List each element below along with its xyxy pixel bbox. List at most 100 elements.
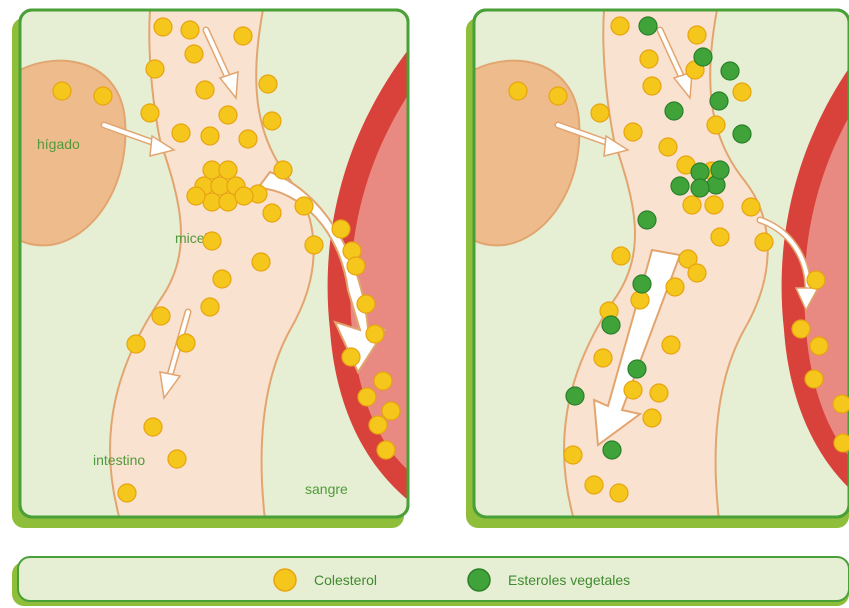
cholesterol-particle: [196, 81, 214, 99]
cholesterol-particle: [152, 307, 170, 325]
cholesterol-particle: [146, 60, 164, 78]
cholesterol-particle: [659, 138, 677, 156]
cholesterol-particle: [213, 270, 231, 288]
cholesterol-particle: [624, 123, 642, 141]
label-liver: hígado: [37, 136, 80, 152]
cholesterol-particle: [662, 336, 680, 354]
cholesterol-particle: [358, 388, 376, 406]
left-panel: hígado micella intestino sangre: [12, 10, 408, 528]
cholesterol-particle: [369, 416, 387, 434]
cholesterol-particle: [144, 418, 162, 436]
cholesterol-particle: [342, 348, 360, 366]
cholesterol-particle: [834, 434, 849, 452]
cholesterol-particle: [833, 395, 849, 413]
plant-sterol-particle: [603, 441, 621, 459]
cholesterol-particle: [585, 476, 603, 494]
right-panel: [466, 10, 849, 528]
cholesterol-particle: [172, 124, 190, 142]
cholesterol-particle: [263, 204, 281, 222]
cholesterol-particle: [347, 257, 365, 275]
plant-sterol-particle: [628, 360, 646, 378]
cholesterol-particle: [594, 349, 612, 367]
legend-cholesterol-icon: [274, 569, 296, 591]
micelle-cholesterol-particle: [235, 187, 253, 205]
micelle-cholesterol-particle: [219, 161, 237, 179]
label-blood: sangre: [305, 481, 348, 497]
cholesterol-particle: [185, 45, 203, 63]
cholesterol-particle: [805, 370, 823, 388]
plant-sterol-particle: [733, 125, 751, 143]
legend-box: [18, 557, 849, 601]
plant-sterol-particle: [566, 387, 584, 405]
cholesterol-particle: [154, 18, 172, 36]
cholesterol-particle: [127, 335, 145, 353]
cholesterol-particle: [624, 381, 642, 399]
cholesterol-particle: [564, 446, 582, 464]
cholesterol-particle: [643, 409, 661, 427]
cholesterol-particle: [366, 325, 384, 343]
cholesterol-particle: [610, 484, 628, 502]
micelle-cholesterol-particle: [203, 193, 221, 211]
cholesterol-particle: [711, 228, 729, 246]
cholesterol-particle: [707, 116, 725, 134]
plant-sterol-particle: [710, 92, 728, 110]
cholesterol-particle: [332, 220, 350, 238]
cholesterol-particle: [201, 298, 219, 316]
micelle-plant-sterol-particle: [671, 177, 689, 195]
cholesterol-particle: [234, 27, 252, 45]
micelle-cholesterol-particle: [211, 177, 229, 195]
cholesterol-particle: [377, 441, 395, 459]
cholesterol-particle: [650, 384, 668, 402]
cholesterol-particle: [357, 295, 375, 313]
cholesterol-particle: [203, 232, 221, 250]
legend-plant-sterol-label: Esteroles vegetales: [508, 572, 630, 588]
cholesterol-particle: [374, 372, 392, 390]
cholesterol-particle: [252, 253, 270, 271]
micelle-cholesterol-particle: [683, 196, 701, 214]
cholesterol-particle: [810, 337, 828, 355]
cholesterol-particle: [274, 161, 292, 179]
cholesterol-particle: [631, 291, 649, 309]
cholesterol-particle: [201, 127, 219, 145]
cholesterol-particle: [509, 82, 527, 100]
micelle-plant-sterol-particle: [691, 163, 709, 181]
micelle-cholesterol-particle: [203, 161, 221, 179]
plant-sterol-particle: [639, 17, 657, 35]
cholesterol-particle: [382, 402, 400, 420]
cholesterol-particle: [666, 278, 684, 296]
cholesterol-particle: [688, 264, 706, 282]
cholesterol-particle: [688, 26, 706, 44]
cholesterol-particle: [742, 198, 760, 216]
cholesterol-particle: [239, 130, 257, 148]
label-intestine: intestino: [93, 452, 145, 468]
cholesterol-particle: [295, 197, 313, 215]
cholesterol-particle: [755, 233, 773, 251]
cholesterol-particle: [640, 50, 658, 68]
cholesterol-particle: [305, 236, 323, 254]
cholesterol-particle: [263, 112, 281, 130]
cholesterol-particle: [611, 17, 629, 35]
plant-sterol-particle: [665, 102, 683, 120]
cholesterol-particle: [219, 106, 237, 124]
plant-sterol-particle: [721, 62, 739, 80]
plant-sterol-particle: [633, 275, 651, 293]
cholesterol-particle: [807, 271, 825, 289]
cholesterol-particle: [168, 450, 186, 468]
cholesterol-particle: [591, 104, 609, 122]
plant-sterol-particle: [638, 211, 656, 229]
micelle-cholesterol-particle: [705, 196, 723, 214]
cholesterol-particle: [612, 247, 630, 265]
plant-sterol-particle: [602, 316, 620, 334]
plant-sterol-particle: [694, 48, 712, 66]
cholesterol-particle: [118, 484, 136, 502]
cholesterol-particle: [94, 87, 112, 105]
cholesterol-particle: [181, 21, 199, 39]
cholesterol-particle: [643, 77, 661, 95]
micelle-plant-sterol-particle: [691, 179, 709, 197]
cholesterol-particle: [792, 320, 810, 338]
legend: Colesterol Esteroles vegetales: [12, 557, 849, 606]
cholesterol-particle: [177, 334, 195, 352]
cholesterol-particle: [53, 82, 71, 100]
cholesterol-particle: [141, 104, 159, 122]
